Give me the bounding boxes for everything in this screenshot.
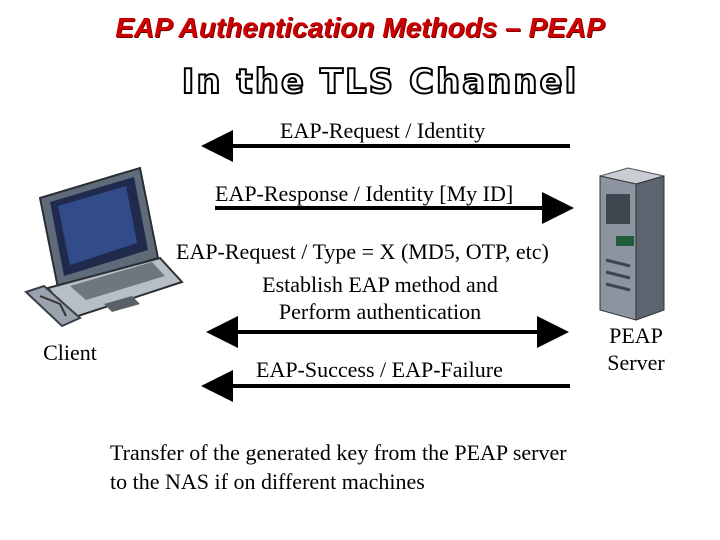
message-success-failure: EAP-Success / EAP-Failure	[256, 357, 503, 382]
message-request-type: EAP-Request / Type = X (MD5, OTP, etc)	[176, 239, 549, 264]
server-label-line2: Server	[607, 350, 665, 375]
mobile-phone-icon	[24, 284, 82, 328]
server-icon	[599, 167, 665, 321]
server-label-line1: PEAP	[609, 323, 663, 348]
slide-title: EAP Authentication Methods – PEAP	[115, 12, 605, 43]
message-response-identity: EAP-Response / Identity [My ID]	[215, 181, 514, 206]
message-perform-authentication: Perform authentication	[278, 299, 482, 324]
slide-subtitle: In the TLS Channel	[181, 61, 579, 103]
key-transfer-note-line1: Transfer of the generated key from the P…	[110, 440, 567, 465]
laptop-icon	[38, 166, 184, 320]
key-transfer-note-line2: to the NAS if on different machines	[110, 469, 425, 494]
client-label: Client	[43, 340, 97, 365]
message-establish-method: Establish EAP method and	[262, 272, 498, 297]
message-request-identity: EAP-Request / Identity	[280, 118, 486, 143]
